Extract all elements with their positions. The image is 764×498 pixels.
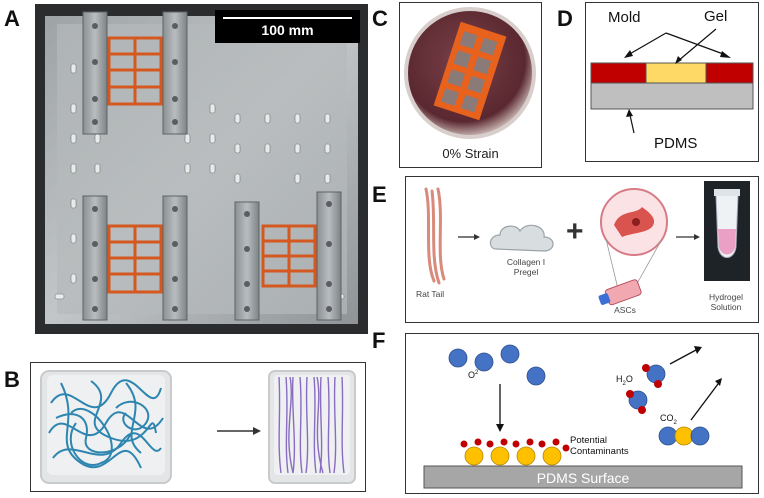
pdms-layer <box>590 82 754 110</box>
plus-sign-text: + <box>566 215 584 248</box>
collagen-label: Collagen I Pregel <box>498 257 554 277</box>
o2-label-text: O <box>468 370 476 380</box>
hydrogel-label-line2: Solution <box>710 302 742 312</box>
panel-label-b: B <box>4 367 20 392</box>
oxygen-molecules <box>448 344 546 386</box>
mold-cross-section <box>590 28 754 134</box>
culture-flask-icon <box>598 279 642 306</box>
strain-caption: 0% Strain <box>442 146 499 161</box>
pdms-label: PDMS <box>654 135 698 152</box>
gel-label: Gel <box>704 8 728 25</box>
hydrogel-label-line1: Hydrogel <box>708 292 744 302</box>
hydrogel-workflow <box>424 181 750 306</box>
water-molecules <box>626 364 666 414</box>
ascs-label: ASCs <box>614 305 636 315</box>
panel-c-frame: 0% Strain <box>399 2 542 168</box>
panel-f-frame: O2 H2O CO2 Potential Contaminants PDMS S… <box>405 333 759 494</box>
pdms-surface <box>423 465 743 489</box>
contaminants-label: Contaminants <box>570 446 629 457</box>
panel-b-frame <box>30 362 366 492</box>
h2o-label: H2O <box>616 374 633 387</box>
panel-label-f: F <box>372 328 386 353</box>
o2-label-sup: 2 <box>475 370 479 376</box>
co2-label-sub: 2 <box>673 419 677 426</box>
collagen-label-line2: Pregel <box>513 267 539 277</box>
rat-tail-icon <box>424 187 446 285</box>
panel-label-d: D <box>557 6 573 31</box>
h2o-label-o: O <box>625 374 633 384</box>
scale-bar-label: 100 mm <box>261 22 314 38</box>
panel-label-a: A <box>4 6 20 31</box>
potential-contaminants-label: Potential Contaminants <box>570 435 629 457</box>
collagen-pregel-icon <box>489 224 554 252</box>
panel-label-c: C <box>372 6 388 31</box>
co2-label-text: CO <box>660 413 674 423</box>
panel-d-frame: Mold Gel PDMS <box>585 2 759 162</box>
hydrogel-label: Hydrogel Solution <box>698 292 754 312</box>
fiber-alignment-illustration <box>40 370 356 484</box>
h2o-label-h: H <box>616 374 623 384</box>
rat-tail-label: Rat Tail <box>416 289 445 299</box>
o2-label: O2 <box>468 370 478 380</box>
panel-label-e: E <box>372 182 387 207</box>
scale-bar: 100 mm <box>215 10 360 43</box>
panel-a-photo: 100 mm <box>35 4 368 334</box>
mold-label: Mold <box>608 9 641 26</box>
pdms-surface-label: PDMS Surface <box>536 470 630 486</box>
contaminant-molecules <box>460 438 570 466</box>
surface-contamination-diagram <box>423 344 743 489</box>
co2-label: CO2 <box>660 413 677 426</box>
gel-layer <box>645 62 707 84</box>
scale-bar-line <box>223 17 352 19</box>
collagen-label-line1: Collagen I <box>506 257 546 267</box>
h2o-label-sub: 2 <box>622 380 626 387</box>
panel-e-frame: Rat Tail Collagen I Pregel ASCs Hydrogel… <box>405 176 759 323</box>
potential-label: Potential <box>570 435 607 446</box>
petri-dish-photo <box>404 7 536 139</box>
co2-molecule <box>658 426 710 446</box>
